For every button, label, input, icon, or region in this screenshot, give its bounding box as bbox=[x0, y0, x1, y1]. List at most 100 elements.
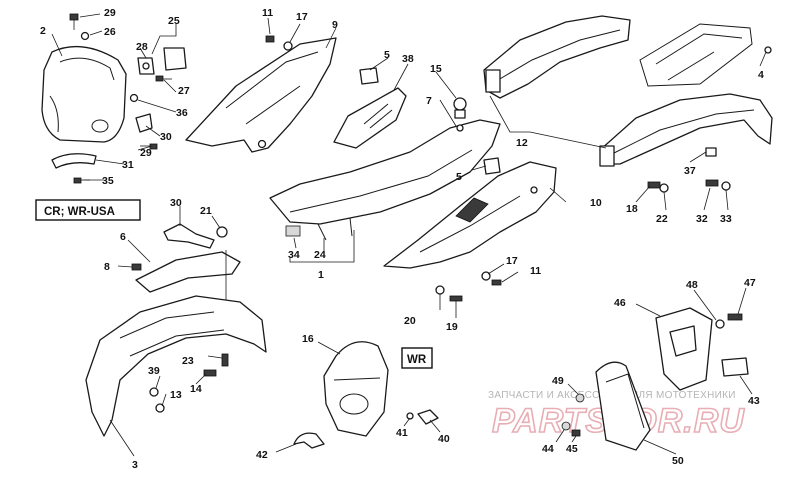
callout-20: 20 bbox=[404, 315, 416, 327]
screws-left bbox=[69, 13, 172, 184]
side-panel-left bbox=[185, 37, 337, 153]
callout-1: 1 bbox=[318, 269, 324, 281]
callout-48: 48 bbox=[686, 279, 698, 291]
callout-23: 23 bbox=[182, 355, 194, 367]
callout-49: 49 bbox=[552, 375, 564, 387]
callout-14: 14 bbox=[190, 383, 202, 395]
screw-41 bbox=[406, 412, 414, 420]
callout-15: 15 bbox=[430, 63, 442, 75]
variant-label-wr: WR bbox=[407, 354, 427, 366]
callout-30-mid: 30 bbox=[170, 197, 182, 209]
washer-17-top bbox=[283, 41, 293, 51]
callout-42: 42 bbox=[256, 449, 268, 461]
clip-5-mid bbox=[483, 157, 501, 175]
variant-label-cr-wr-usa: CR; WR-USA bbox=[44, 206, 115, 218]
screw-45 bbox=[571, 429, 581, 437]
callout-labels: 1 2 3 4 5 5 6 7 8 9 10 11 11 12 13 14 15… bbox=[40, 7, 764, 471]
callout-25: 25 bbox=[168, 15, 180, 27]
callout-32: 32 bbox=[696, 213, 708, 225]
callout-21: 21 bbox=[200, 205, 212, 217]
screw-11-mid bbox=[491, 279, 502, 286]
reflector-43 bbox=[721, 357, 749, 377]
clip-5-top bbox=[359, 67, 379, 85]
callout-4: 4 bbox=[758, 69, 764, 81]
callout-5-mid: 5 bbox=[456, 171, 462, 183]
screw-18 bbox=[647, 181, 661, 189]
screw-47 bbox=[727, 313, 743, 321]
variant-tag-wr: WR bbox=[401, 347, 433, 369]
callout-50: 50 bbox=[672, 455, 684, 467]
callout-24: 24 bbox=[314, 249, 326, 261]
callout-43: 43 bbox=[748, 395, 760, 407]
callout-47: 47 bbox=[744, 277, 756, 289]
callout-2: 2 bbox=[40, 25, 46, 37]
front-number-plate bbox=[41, 46, 127, 143]
washer-20 bbox=[435, 285, 445, 295]
leader-lines bbox=[51, 13, 767, 457]
washer-7 bbox=[456, 124, 464, 132]
washer-48 bbox=[715, 319, 725, 329]
callout-22: 22 bbox=[656, 213, 668, 225]
front-fender bbox=[85, 295, 267, 437]
callout-5-top: 5 bbox=[384, 49, 390, 61]
callout-11-mid: 11 bbox=[530, 265, 541, 277]
callout-26: 26 bbox=[104, 26, 116, 38]
callout-35: 35 bbox=[102, 175, 114, 187]
cap-15-base bbox=[454, 109, 466, 119]
clamp-42 bbox=[293, 432, 325, 449]
callout-40: 40 bbox=[438, 433, 450, 445]
seat bbox=[269, 119, 501, 241]
rear-fender-upper bbox=[483, 15, 631, 99]
callout-17-top: 17 bbox=[296, 11, 308, 23]
callout-33: 33 bbox=[720, 213, 732, 225]
callout-18: 18 bbox=[626, 203, 638, 215]
callout-6: 6 bbox=[120, 231, 126, 243]
callout-3: 3 bbox=[132, 459, 138, 471]
screw-11-top bbox=[265, 35, 275, 43]
seat-pad-34 bbox=[285, 225, 301, 237]
callout-17-mid: 17 bbox=[506, 255, 518, 267]
screw-32 bbox=[705, 179, 719, 187]
callout-31: 31 bbox=[122, 159, 134, 171]
license-plate-holder bbox=[595, 307, 713, 451]
callout-8: 8 bbox=[104, 261, 110, 273]
callout-16: 16 bbox=[302, 333, 314, 345]
callout-34: 34 bbox=[288, 249, 300, 261]
fender-bracket bbox=[131, 223, 241, 293]
screw-4 bbox=[764, 46, 772, 54]
callout-29-mid: 29 bbox=[140, 147, 152, 159]
callout-28: 28 bbox=[136, 41, 148, 53]
callout-19: 19 bbox=[446, 321, 458, 333]
rear-frame bbox=[639, 23, 753, 87]
callout-41: 41 bbox=[396, 427, 408, 439]
callout-46: 46 bbox=[614, 297, 626, 309]
nut-44 bbox=[561, 421, 571, 431]
side-cover-38 bbox=[333, 87, 407, 149]
callout-9: 9 bbox=[332, 19, 338, 31]
callout-45: 45 bbox=[566, 443, 578, 455]
callout-39: 39 bbox=[148, 365, 160, 377]
cap-15 bbox=[453, 97, 467, 111]
callout-12: 12 bbox=[516, 137, 528, 149]
variant-tag-cr-wr-usa: CR; WR-USA bbox=[35, 199, 141, 221]
lower-plate-bracket bbox=[51, 153, 97, 169]
callout-38: 38 bbox=[402, 53, 414, 65]
callout-37: 37 bbox=[684, 165, 696, 177]
washer-33 bbox=[721, 181, 731, 191]
plate-bracket bbox=[135, 47, 187, 133]
nut-49 bbox=[575, 393, 585, 403]
callout-10: 10 bbox=[590, 197, 602, 209]
callout-11-top: 11 bbox=[262, 7, 273, 19]
washer-22 bbox=[659, 183, 669, 193]
headlight-mask bbox=[323, 341, 389, 437]
callout-13: 13 bbox=[170, 389, 182, 401]
callout-7: 7 bbox=[426, 95, 432, 107]
callout-44: 44 bbox=[542, 443, 554, 455]
callout-29-top: 29 bbox=[104, 7, 116, 19]
callout-27: 27 bbox=[178, 85, 190, 97]
nut-40 bbox=[417, 409, 439, 425]
callout-30-top: 30 bbox=[160, 131, 172, 143]
callout-36: 36 bbox=[176, 107, 188, 119]
clip-37 bbox=[705, 147, 717, 157]
